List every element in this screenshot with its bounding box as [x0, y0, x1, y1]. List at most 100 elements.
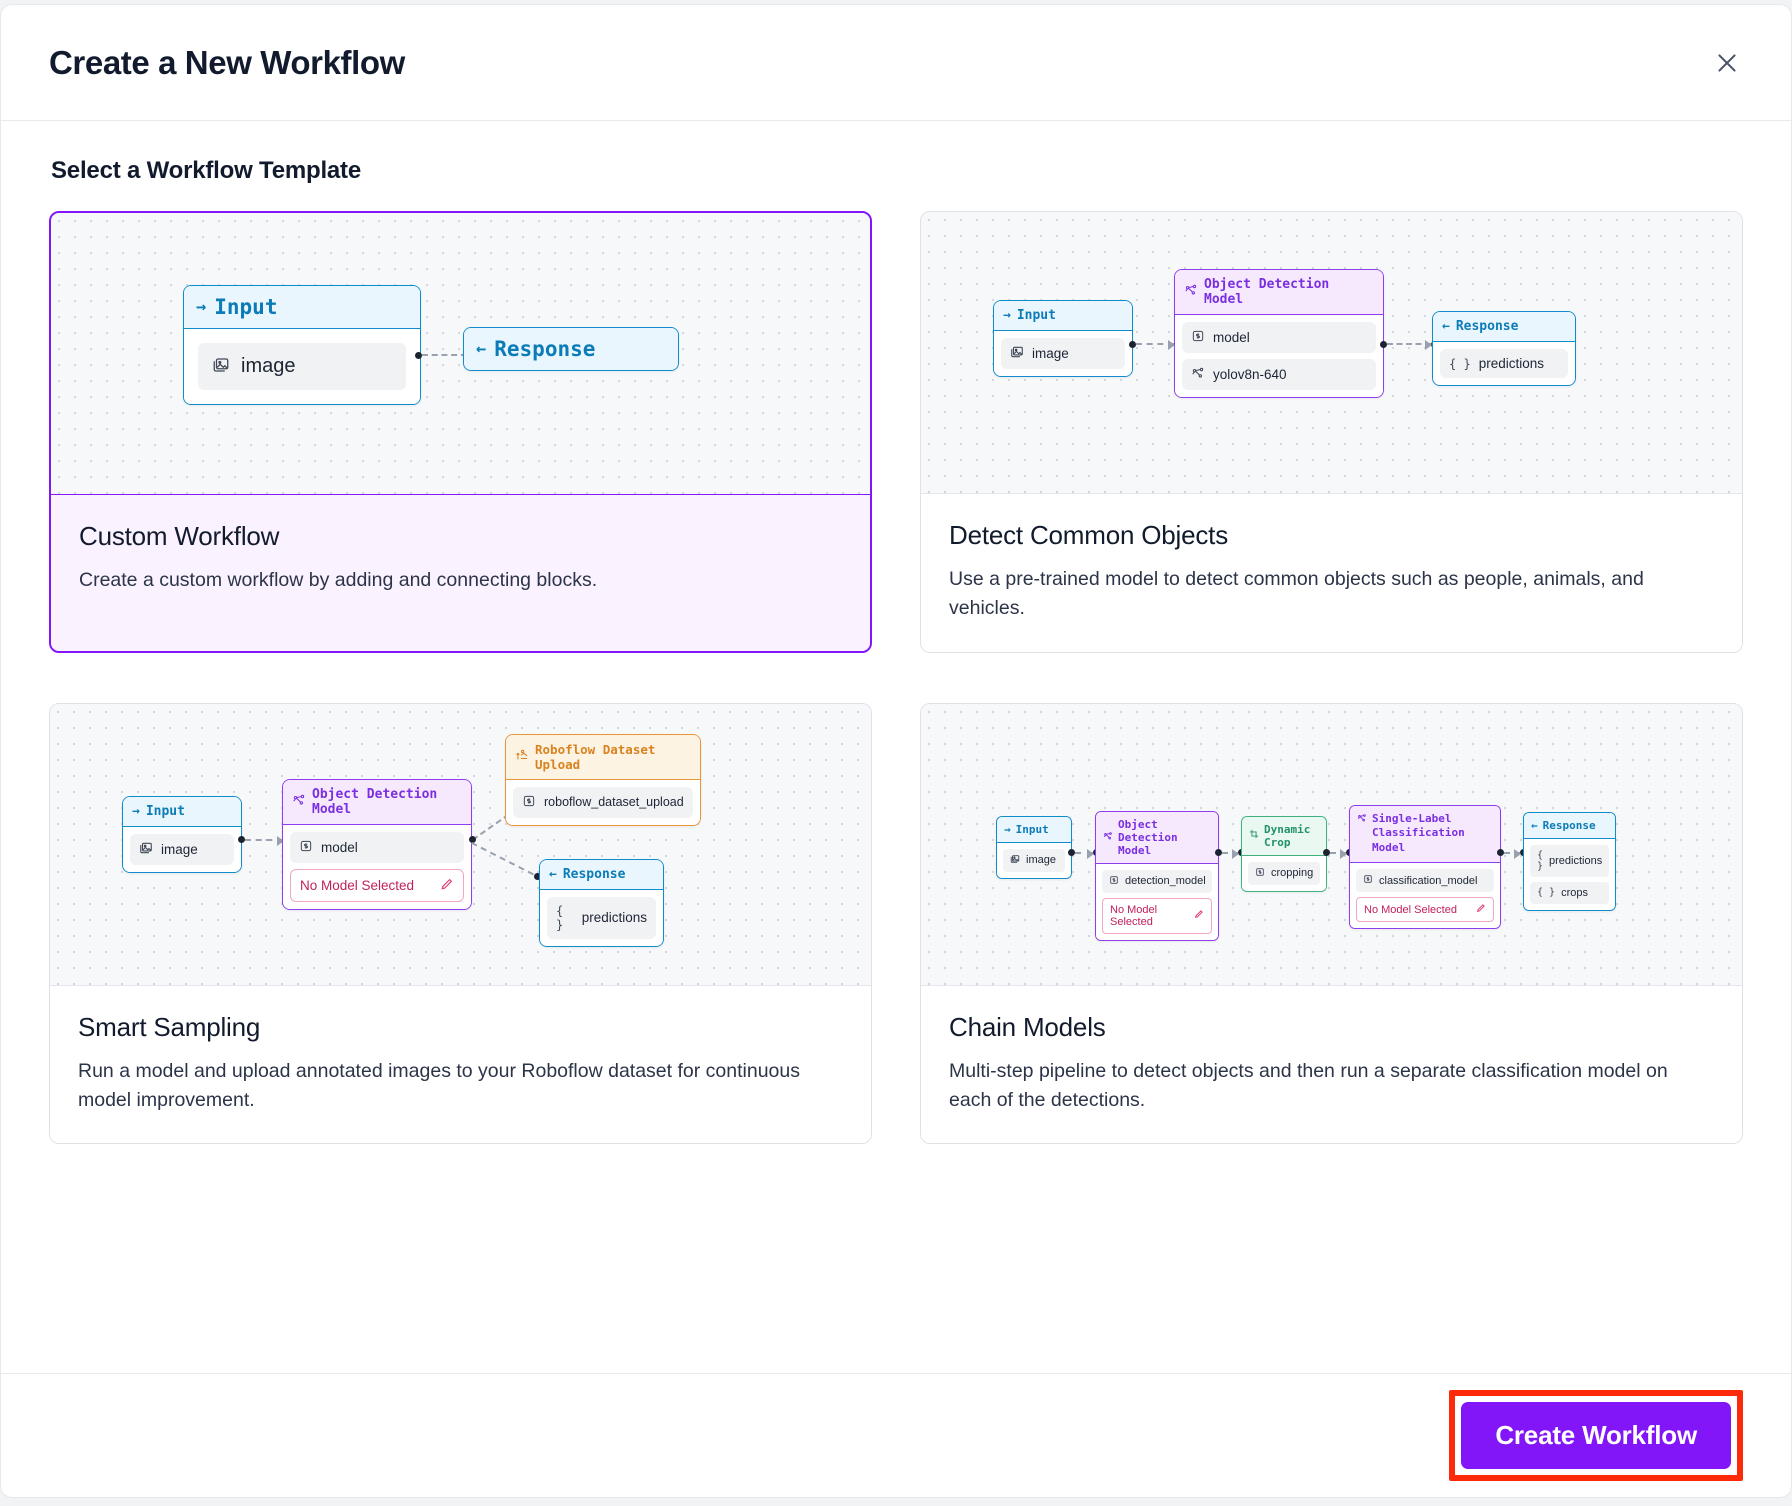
node-row-label: predictions: [581, 910, 647, 925]
node-row-label: predictions: [1478, 356, 1544, 371]
param-icon: [522, 794, 536, 811]
node-header: ← Response: [1433, 312, 1575, 342]
arrow-left-icon: ←: [476, 339, 487, 359]
node-body: cropping: [1242, 855, 1326, 891]
node-row-label: No Model Selected: [300, 877, 415, 893]
node-header: → Input: [997, 816, 1071, 843]
node-header: ← Response: [464, 328, 678, 370]
node-body: image: [184, 329, 420, 404]
node-body: detection_model No Model Selected: [1096, 863, 1218, 940]
template-description: Create a custom workflow by adding and c…: [79, 569, 598, 591]
node-title: Object Detection Model: [312, 786, 438, 817]
node-body: { } predictions: [540, 889, 663, 946]
upload-icon: [515, 748, 529, 765]
image-icon: [139, 841, 153, 858]
param-icon: [1255, 867, 1265, 880]
create-workflow-button[interactable]: Create Workflow: [1461, 1402, 1731, 1469]
node-header: Object Detection Model: [1175, 270, 1383, 315]
node-object-detection-model: Object Detection Model model: [1174, 269, 1384, 398]
node-header: ← Response: [1524, 812, 1615, 839]
node-row-label: No Model Selected: [1364, 903, 1457, 916]
node-row-cropping: cropping: [1248, 861, 1320, 885]
node-body: image: [997, 842, 1071, 878]
node-row-predictions: { } predictions: [1530, 844, 1609, 877]
node-row-no-model-selected[interactable]: No Model Selected: [290, 868, 464, 902]
node-header: → Input: [994, 301, 1132, 331]
annotation-highlight: Create Workflow: [1449, 1390, 1743, 1481]
node-response: ← Response { } predictions { } crops: [1523, 811, 1616, 911]
node-header: → Input: [184, 286, 420, 329]
node-single-label-classification-model: Single-Label Classification Model classi…: [1349, 804, 1501, 930]
page-title: Create a New Workflow: [49, 43, 405, 81]
arrow-right-icon: →: [196, 297, 207, 317]
model-icon: [1184, 283, 1198, 301]
node-row-label: image: [241, 355, 296, 377]
node-body: image: [994, 331, 1132, 376]
node-row-detection-model: detection_model: [1102, 869, 1212, 893]
node-row-crops: { } crops: [1530, 881, 1609, 904]
image-icon: [1010, 854, 1020, 867]
param-icon: [299, 839, 313, 856]
arrow-left-icon: ←: [549, 866, 557, 882]
node-header: Dynamic Crop: [1242, 816, 1326, 856]
node-input: → Input: [122, 795, 242, 873]
pencil-icon[interactable]: [1476, 903, 1486, 916]
braces-icon: { }: [1537, 849, 1544, 872]
template-meta: Smart Sampling Run a model and upload an…: [50, 985, 871, 1143]
node-row-image: image: [130, 833, 234, 865]
node-body: { } predictions: [1433, 342, 1575, 385]
node-dynamic-crop: Dynamic Crop cropping: [1241, 815, 1327, 892]
pencil-icon[interactable]: [1194, 909, 1204, 922]
close-icon[interactable]: [1707, 43, 1747, 83]
template-meta: Chain Models Multi-step pipeline to dete…: [921, 985, 1742, 1143]
arrow-left-icon: ←: [1442, 319, 1450, 334]
node-input: → Input: [183, 285, 421, 405]
braces-icon: { }: [1537, 887, 1556, 898]
node-row-label: model: [321, 839, 358, 855]
template-name: Chain Models: [949, 1011, 1106, 1042]
node-row-model: model: [290, 831, 464, 863]
arrow-right-icon: →: [132, 803, 140, 819]
template-preview-detect-common-objects: → Input: [921, 212, 1742, 494]
template-card-chain-models[interactable]: → Input: [920, 702, 1743, 1144]
template-card-detect-common-objects[interactable]: → Input: [920, 211, 1743, 653]
node-row-label: roboflow_dataset_upload: [544, 795, 684, 809]
node-title: Object Detection Model: [1204, 277, 1330, 307]
node-row-roboflow-dataset-upload: roboflow_dataset_upload: [513, 786, 693, 818]
dialog-header: Create a New Workflow: [1, 5, 1791, 121]
connector-dot: [534, 872, 541, 880]
arrow-right-icon: →: [1003, 308, 1011, 323]
node-row-label: No Model Selected: [1110, 903, 1158, 928]
template-card-custom-workflow[interactable]: → Input: [49, 211, 872, 653]
template-name: Custom Workflow: [79, 521, 280, 551]
node-title: Roboflow Dataset Upload: [535, 741, 656, 772]
node-title: Response: [1542, 818, 1596, 832]
template-meta: Detect Common Objects Use a pre-trained …: [921, 494, 1742, 652]
node-row-label: crops: [1561, 886, 1588, 899]
template-card-smart-sampling[interactable]: → Input: [49, 702, 872, 1144]
template-preview-smart-sampling: → Input: [50, 703, 871, 986]
node-row-no-model-selected[interactable]: No Model Selected: [1102, 897, 1212, 934]
node-title: Input: [1015, 822, 1049, 836]
connector-dot: [469, 835, 476, 843]
model-icon: [1191, 366, 1205, 383]
node-title: Dynamic Crop: [1264, 822, 1311, 849]
model-icon: [1357, 813, 1367, 826]
pencil-icon[interactable]: [440, 877, 454, 894]
node-header: Single-Label Classification Model: [1350, 805, 1500, 864]
node-title: Response: [562, 866, 626, 882]
node-roboflow-dataset-upload: Roboflow Dataset Upload roboflow_dataset…: [505, 733, 701, 826]
node-row-no-model-selected[interactable]: No Model Selected: [1356, 897, 1494, 923]
node-header: Roboflow Dataset Upload: [506, 734, 700, 780]
dialog-footer: Create Workflow: [1, 1373, 1791, 1497]
crop-icon: [1249, 829, 1259, 842]
connector: [471, 841, 544, 880]
braces-icon: { }: [1449, 356, 1471, 371]
param-icon: [1109, 875, 1119, 888]
param-icon: [1363, 874, 1373, 887]
node-header: Object Detection Model: [1096, 811, 1218, 864]
node-header: Object Detection Model: [283, 779, 471, 825]
node-input: → Input: [996, 815, 1072, 879]
dialog-body: Select a Workflow Template → Input: [1, 121, 1791, 1373]
arrow-left-icon: ←: [1531, 818, 1538, 832]
